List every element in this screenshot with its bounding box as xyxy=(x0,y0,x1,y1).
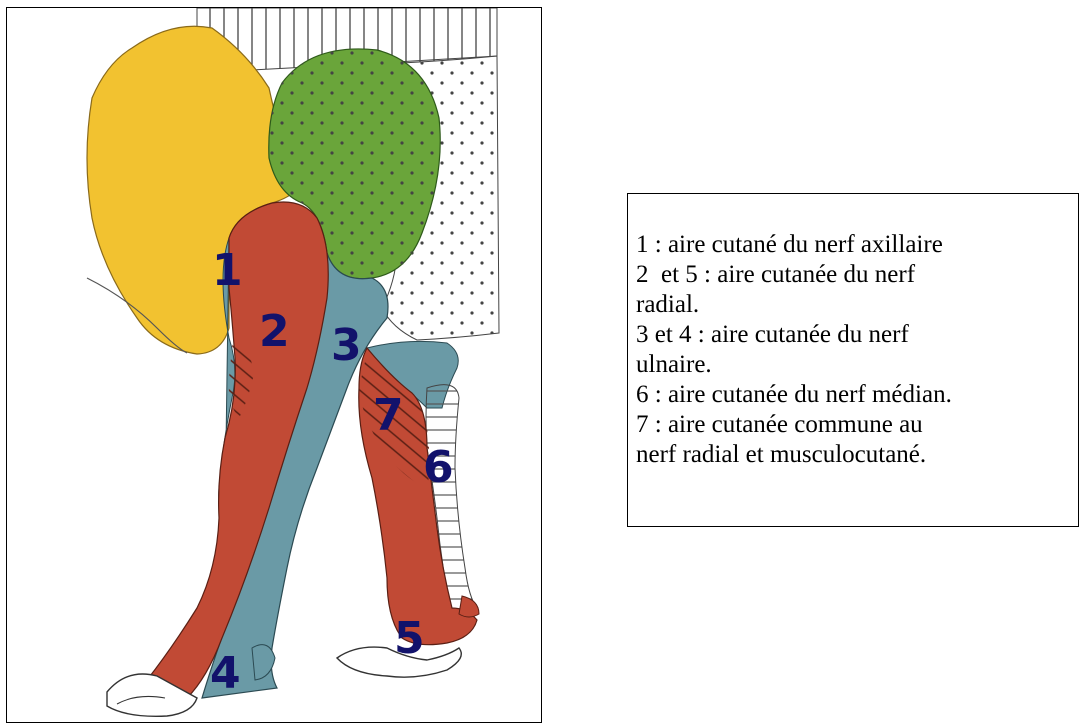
rear-dewclaw xyxy=(459,596,479,617)
region-label-4: 4 xyxy=(210,648,241,699)
horse-forelimb-diagram: 1 2 3 4 5 6 7 xyxy=(7,8,543,724)
legend-line: 2 et 5 : aire cutanée du nerf xyxy=(636,260,1078,290)
region-label-1: 1 xyxy=(212,245,243,296)
legend-line: radial. xyxy=(636,290,1078,320)
region-label-5: 5 xyxy=(394,613,425,664)
region-label-7: 7 xyxy=(373,390,404,441)
legend-line: 7 : aire cutanée commune au xyxy=(636,410,1078,440)
legend-line: nerf radial et musculocutané. xyxy=(636,440,1078,470)
legend-line: 6 : aire cutanée du nerf médian. xyxy=(636,380,1078,410)
region-label-6: 6 xyxy=(423,442,454,493)
region-label-2: 2 xyxy=(259,306,290,357)
legend-box: 1 : aire cutané du nerf axillaire 2 et 5… xyxy=(627,193,1079,527)
legend-line: ulnaire. xyxy=(636,350,1078,380)
legend-line: 1 : aire cutané du nerf axillaire xyxy=(636,230,1078,260)
anatomy-figure: 1 2 3 4 5 6 7 xyxy=(6,7,542,723)
legend-line: 3 et 4 : aire cutanée du nerf xyxy=(636,320,1078,350)
region-label-3: 3 xyxy=(331,320,362,371)
